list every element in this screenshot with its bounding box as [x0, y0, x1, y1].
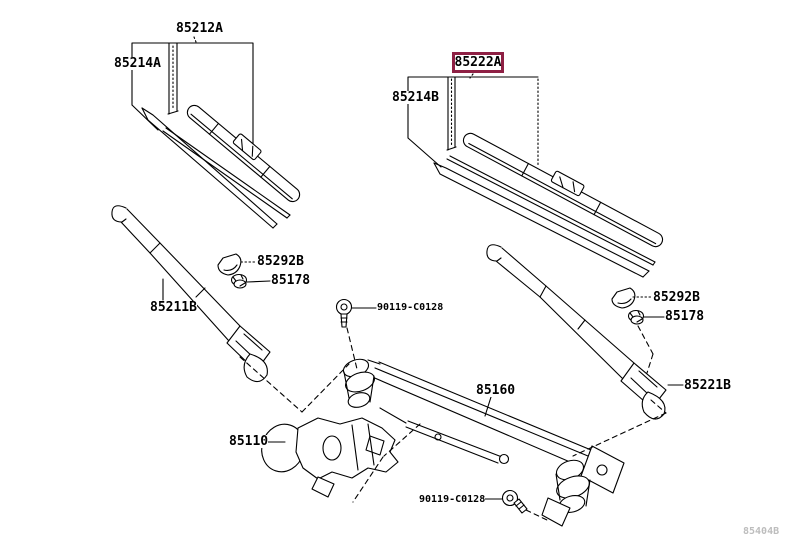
figure-code-watermark: 85404B	[743, 526, 780, 537]
left-pivot-nut-drawing	[232, 275, 247, 289]
part-label-arm-left[interactable]: 85211B	[150, 300, 197, 315]
motor-drawing	[256, 418, 398, 497]
right-rubber-strips	[434, 156, 655, 277]
part-label-blade-assy-right-highlighted[interactable]: 85222A	[452, 52, 504, 73]
part-label-motor[interactable]: 85110	[229, 434, 269, 449]
right-pivot-nut-drawing	[629, 311, 644, 325]
part-label-arm-right[interactable]: 85221B	[684, 378, 731, 393]
highlighted-part-number: 85222A	[454, 55, 502, 70]
part-label-blade-assy-left[interactable]: 85212A	[176, 21, 223, 36]
left-blade-drawing	[185, 98, 307, 205]
dotted-leader-lines	[241, 262, 652, 297]
left-rubber-strips	[142, 108, 290, 228]
part-label-pivot-nut-right[interactable]: 85178	[665, 309, 705, 324]
right-bolt-drawing	[503, 491, 528, 514]
part-label-blade-rubber-left[interactable]: 85214A	[114, 56, 161, 71]
part-label-blade-rubber-right[interactable]: 85214B	[392, 90, 439, 105]
part-label-pivot-nut-left[interactable]: 85178	[271, 273, 311, 288]
right-pivot-cap-drawing	[612, 288, 635, 308]
part-label-bolt-left[interactable]: 90119-C0128	[377, 302, 444, 313]
part-label-link-assy[interactable]: 85160	[476, 383, 516, 398]
part-label-bolt-right[interactable]: 90119-C0128	[419, 494, 486, 505]
part-label-pivot-cap-left[interactable]: 85292B	[257, 254, 304, 269]
linkage-drawing	[341, 356, 624, 526]
right-arm-drawing	[487, 245, 666, 419]
part-label-pivot-cap-right[interactable]: 85292B	[653, 290, 700, 305]
right-blade-drawing	[461, 125, 668, 249]
right-blade-bracket	[408, 74, 538, 167]
left-bolt-drawing	[337, 300, 352, 328]
dashed-assembly-lines	[240, 326, 666, 521]
left-pivot-cap-drawing	[218, 254, 241, 275]
left-arm-drawing	[112, 206, 270, 382]
left-blade-bracket	[132, 37, 253, 152]
